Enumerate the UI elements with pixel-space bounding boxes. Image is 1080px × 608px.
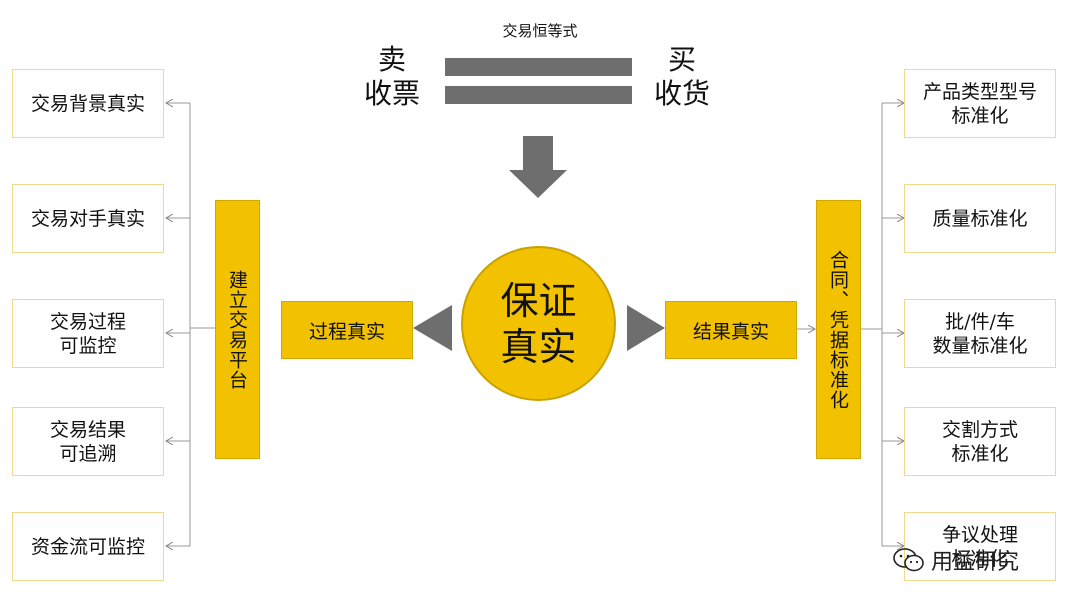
watermark-text: 用益研究 — [931, 550, 1020, 575]
watermark: 用益研究 — [893, 540, 1068, 580]
seller-label: 卖 — [377, 43, 406, 76]
right-item-2: 质量标准化 — [904, 184, 1056, 253]
left-item-2: 交易对手真实 — [12, 184, 164, 253]
result-truth-box: 结果真实 — [665, 301, 797, 359]
equation-title: 交易恒等式 — [502, 22, 578, 40]
platform-bar: 建立交易平台 — [215, 200, 260, 459]
standardization-bar-label: 合同、凭据标准化 — [827, 249, 849, 410]
seller-receipt-label: 收票 — [363, 77, 420, 110]
equals-bar-top — [445, 58, 632, 76]
center-guarantee-circle: 保证 真实 — [461, 246, 616, 401]
buyer-goods-label: 收货 — [653, 77, 710, 110]
down-arrow-icon — [509, 136, 567, 198]
right-item-5: 争议处理 标准化 — [904, 512, 1056, 581]
left-item-3: 交易过程 可监控 — [12, 299, 164, 368]
equals-bar-bottom — [445, 86, 632, 104]
left-item-4: 交易结果 可追溯 — [12, 407, 164, 476]
wechat-icon — [893, 548, 924, 572]
left-item-1: 交易背景真实 — [12, 69, 164, 138]
process-truth-box: 过程真实 — [281, 301, 413, 359]
standardization-bar: 合同、凭据标准化 — [816, 200, 861, 459]
platform-bar-label: 建立交易平台 — [226, 269, 248, 390]
left-arrow-icon — [413, 305, 452, 351]
left-item-5: 资金流可监控 — [12, 512, 164, 581]
right-item-1: 产品类型型号 标准化 — [904, 69, 1056, 138]
right-item-4: 交割方式 标准化 — [904, 407, 1056, 476]
right-arrow-icon — [627, 305, 665, 351]
right-item-3: 批/件/车 数量标准化 — [904, 299, 1056, 368]
buyer-label: 买 — [667, 43, 696, 76]
